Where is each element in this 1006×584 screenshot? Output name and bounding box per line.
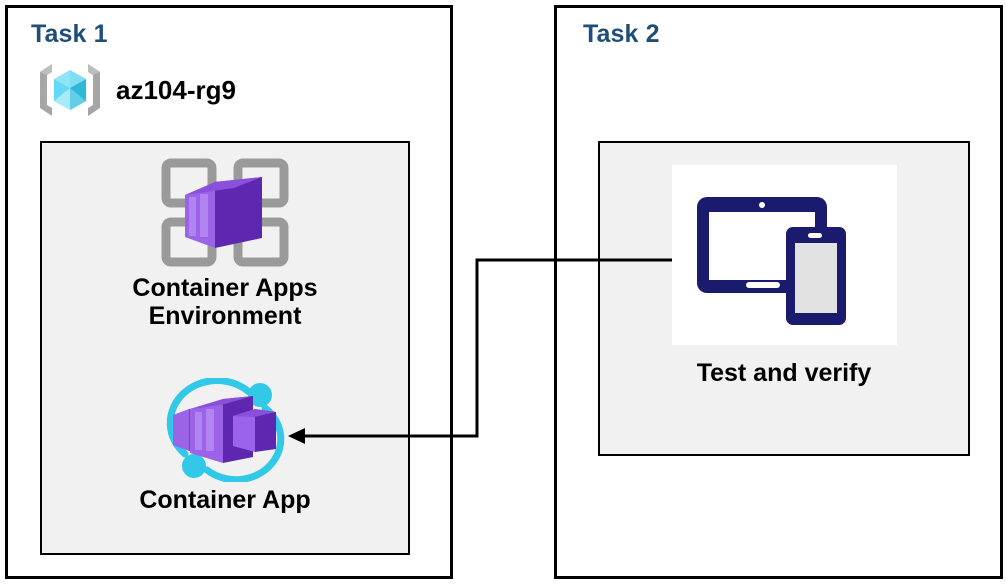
- task-1-title: Task 1: [31, 20, 108, 48]
- test-and-verify-icon-backdrop: [671, 165, 897, 345]
- resource-group-row: az104-rg9: [36, 58, 236, 122]
- resource-group-label: az104-rg9: [116, 74, 236, 105]
- test-and-verify-icon: [691, 181, 877, 329]
- node-test-and-verify: Test and verify: [598, 165, 970, 387]
- container-app-icon: [161, 378, 289, 482]
- node-container-app: Container App: [40, 378, 410, 514]
- container-apps-environment-caption: Container Apps Environment: [132, 274, 318, 330]
- container-app-caption: Container App: [139, 486, 311, 514]
- node-container-apps-environment: Container Apps Environment: [40, 155, 410, 330]
- task-2-title: Task 2: [583, 20, 660, 48]
- resource-group-icon: [36, 58, 104, 122]
- container-apps-environment-icon: [158, 155, 292, 270]
- test-and-verify-caption: Test and verify: [696, 359, 872, 387]
